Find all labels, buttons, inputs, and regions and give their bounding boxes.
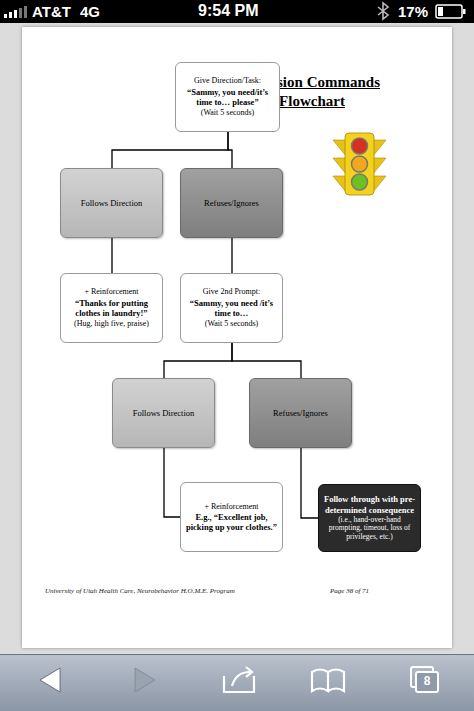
book-right (328, 670, 344, 692)
tab-count: 8 (417, 674, 437, 688)
forward-button (135, 668, 155, 692)
footer-source: University of Utah Health Care, Neurobeh… (45, 587, 235, 595)
battery-tip (463, 9, 466, 14)
battery-icon (436, 5, 462, 18)
node-text: “Sammy, you need/it’s time to… please” (180, 87, 275, 107)
traffic-light-body (345, 133, 374, 195)
node-text: (Hug, high five, praise) (74, 319, 149, 329)
traffic-light-wing (373, 176, 386, 192)
node-text: (i.e., hand-over-hand prompting, timeout… (323, 516, 416, 542)
battery-level (438, 7, 443, 16)
outcome-box: Refuses/Ignores (180, 168, 283, 238)
signal-bar (4, 14, 7, 18)
signal-bar (14, 10, 17, 18)
amber-light (352, 156, 368, 172)
node-text: Give Direction/Task: (194, 76, 261, 86)
share-tray (224, 676, 254, 692)
node-text: Refuses/Ignores (204, 198, 259, 208)
connector-line (228, 132, 232, 168)
reinforcement-box: + Reinforcement“Thanks for putting cloth… (60, 273, 163, 343)
green-light (352, 174, 368, 190)
connector-line (231, 238, 232, 273)
connector-line (301, 448, 318, 518)
bluetooth-icon (378, 3, 388, 19)
consequence-box: Follow through with pre-determined conse… (318, 484, 421, 552)
back-button (40, 668, 60, 692)
carrier-name: AT&T (32, 3, 71, 20)
connector-line (112, 132, 228, 168)
node-text: Follows Direction (81, 198, 143, 208)
start-box: Give Direction/Task:“Sammy, you need/it’… (175, 62, 280, 132)
clock: 9:54 PM (198, 2, 258, 20)
node-text: (Wait 5 seconds) (205, 319, 259, 329)
traffic-light-wing (373, 140, 386, 156)
outcome-box: Refuses/Ignores (249, 378, 352, 448)
connector-line (232, 343, 301, 378)
node-text: Give 2nd Prompt: (203, 287, 260, 297)
battery-percent: 17% (398, 3, 428, 20)
signal-bar (24, 6, 27, 18)
connector-line (111, 238, 112, 273)
traffic-light-wing (333, 176, 346, 192)
traffic-light-wing (333, 140, 346, 156)
share-arrow (232, 672, 250, 686)
page-number: Page 38 of 71 (330, 587, 369, 595)
browser-toolbar (0, 654, 474, 711)
node-text: Follow through with pre-determined conse… (323, 494, 416, 514)
signal-bar (9, 12, 12, 18)
node-text: Follows Direction (133, 408, 195, 418)
book-left (312, 670, 328, 692)
red-light (352, 138, 368, 154)
node-text: + Reinforcement (84, 287, 138, 297)
connector-line (164, 343, 232, 378)
network-type: 4G (80, 3, 100, 20)
outcome-box: Follows Direction (112, 378, 215, 448)
node-text: E.g., “Excellent job, picking up your cl… (185, 512, 278, 532)
prompt-box: Give 2nd Prompt:“Sammy, you need /it’s t… (180, 273, 283, 343)
traffic-light-wing (373, 158, 386, 174)
bookmarks-button (312, 670, 344, 692)
reinforcement-box: + ReinforcementE.g., “Excellent job, pic… (180, 482, 283, 552)
tabs-button (411, 667, 438, 692)
node-text: (Wait 5 seconds) (201, 108, 255, 118)
node-text: Refuses/Ignores (273, 408, 328, 418)
connector-line (164, 448, 180, 517)
node-text: “Thanks for putting clothes in laundry!” (65, 298, 158, 318)
node-text: + Reinforcement (204, 502, 258, 512)
signal-bar (19, 8, 22, 18)
share-arrow-head (246, 667, 252, 677)
node-text: “Sammy, you need /it’s time to… (185, 298, 278, 318)
outcome-box: Follows Direction (60, 168, 163, 238)
share-button (224, 667, 254, 692)
traffic-light-icon (333, 133, 386, 195)
tab-front (416, 672, 438, 692)
signal-bars (4, 6, 27, 18)
traffic-light-wing (333, 158, 346, 174)
